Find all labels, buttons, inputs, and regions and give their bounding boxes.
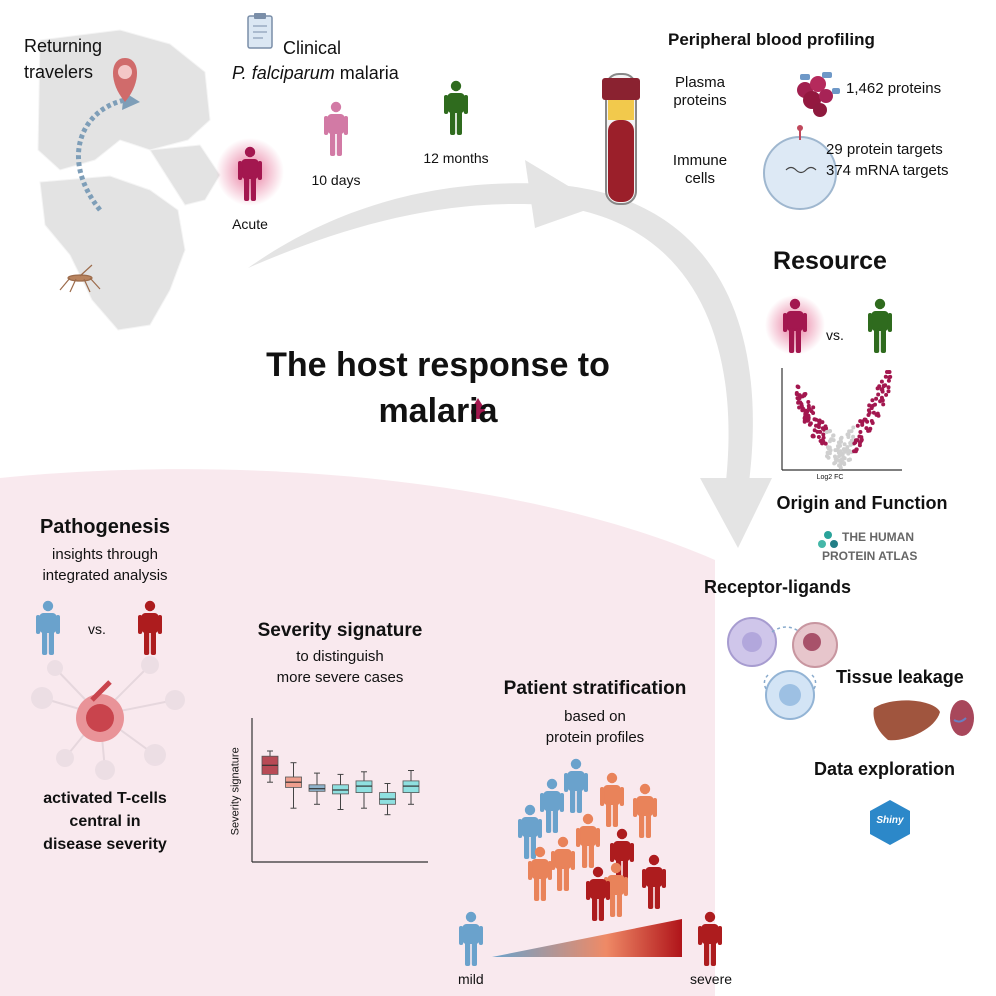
- severity-line2: more severe cases: [276, 669, 404, 686]
- stratification-line1: based on: [564, 708, 626, 725]
- timepoint-acute: Acute: [232, 216, 268, 232]
- proteins-count: 1,462 proteins: [846, 80, 942, 97]
- liver-icon: [873, 700, 940, 741]
- mild-label: mild: [458, 971, 484, 987]
- stratification-title: Patient stratification: [503, 678, 687, 699]
- receptor-ligand-icon: [727, 617, 838, 720]
- pathogenesis-title: Pathogenesis: [39, 516, 171, 538]
- blood-drop-icon: [471, 398, 485, 419]
- clipboard-icon: [247, 13, 273, 49]
- box-4: [332, 773, 349, 810]
- shiny-logo-icon: [870, 800, 910, 845]
- flow-arrow: [248, 160, 772, 548]
- severity-box-plot: [251, 718, 428, 863]
- protein-icon: [797, 72, 840, 117]
- immune-label-2: cells: [684, 170, 715, 187]
- blood-profiling-title: Peripheral blood profiling: [668, 30, 875, 49]
- clinical-disease: P. falciparum malaria: [232, 63, 399, 84]
- severity-title: Severity signature: [257, 620, 423, 641]
- pathogenesis-vs: vs.: [88, 621, 106, 637]
- mosquito-icon: [59, 264, 101, 293]
- mrna-targets: 374 mRNA targets: [826, 162, 949, 179]
- box-1: [261, 750, 279, 783]
- severity-line1: to distinguish: [296, 648, 384, 665]
- clinical-label: Clinical: [283, 38, 342, 58]
- box-6: [379, 783, 396, 816]
- box-2: [285, 762, 302, 809]
- species-name: P. falciparum: [232, 63, 335, 83]
- immune-label-1: Immune: [672, 152, 728, 169]
- day10-person-icon: [324, 101, 348, 156]
- volcano-xlabel: Log2 FC: [816, 474, 844, 481]
- data-exploration-label: Data exploration: [814, 759, 956, 779]
- stratification-line2: protein profiles: [545, 729, 645, 746]
- disease-name: malaria: [334, 63, 399, 83]
- travel-label-1: Returning: [24, 36, 103, 56]
- resource-vs: vs.: [826, 327, 844, 343]
- main-title-1: The host response to: [266, 346, 610, 384]
- travel-arc: [75, 97, 126, 212]
- pathogenesis-line1: insights through: [52, 546, 158, 563]
- timepoint-day10: 10 days: [311, 172, 361, 188]
- pathogenesis-line2: integrated analysis: [42, 567, 168, 584]
- hpa-text-1: THE HUMAN: [842, 530, 914, 544]
- origin-function-label: Origin and Function: [776, 493, 948, 513]
- shiny-label: Shiny: [876, 815, 904, 826]
- tissue-leakage-label: Tissue leakage: [836, 667, 964, 687]
- severity-gradient: [492, 919, 682, 957]
- resource-recovered-person-icon: [868, 298, 892, 353]
- travel-label-2: travelers: [24, 62, 94, 82]
- t-cell-network: [31, 656, 185, 780]
- month12-person-icon: [444, 80, 468, 135]
- protein-targets: 29 protein targets: [826, 141, 943, 158]
- box-7: [402, 770, 420, 805]
- finding-3: disease severity: [43, 836, 167, 853]
- plasma-label-2: proteins: [673, 92, 727, 109]
- finding-2: central in: [69, 813, 141, 830]
- finding-1: activated T-cells: [43, 790, 167, 807]
- main-title-2: malaria: [378, 392, 498, 430]
- receptor-ligands-label: Receptor-ligands: [704, 577, 852, 597]
- plasma-label-1: Plasma: [674, 74, 726, 91]
- hpa-logo-icon: [818, 531, 838, 548]
- severity-ylabel: Severity signature: [229, 747, 242, 836]
- box-3: [308, 772, 326, 805]
- immune-cell-icon: [763, 125, 837, 210]
- blood-tube-icon: [602, 73, 640, 205]
- timepoint-month12: 12 months: [423, 150, 489, 166]
- resource-title: Resource: [773, 247, 887, 275]
- location-pin: [112, 58, 138, 102]
- box-5: [355, 771, 373, 809]
- severe-label: severe: [690, 971, 733, 987]
- hpa-text-2: PROTEIN ATLAS: [822, 549, 918, 563]
- kidney-icon: [950, 700, 974, 736]
- volcano-plot: [781, 368, 902, 471]
